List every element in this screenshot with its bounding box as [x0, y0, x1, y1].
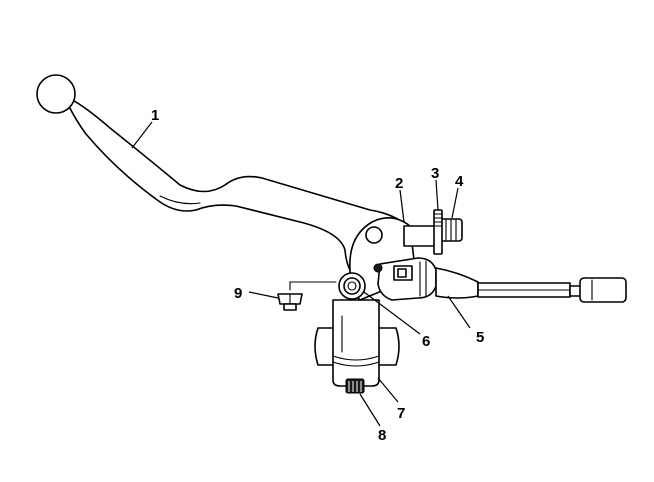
callout-9: 9 — [234, 285, 242, 302]
pivot-bolt — [338, 272, 366, 300]
lever-perch-body — [332, 299, 380, 387]
leader-lines — [131, 121, 471, 427]
adjuster-nut — [345, 378, 365, 394]
callout-6: 6 — [422, 333, 430, 350]
callout-labels: 1 2 3 4 5 6 7 8 9 — [151, 107, 484, 444]
switch-housing — [373, 257, 437, 301]
callout-2: 2 — [395, 175, 403, 192]
callout-5: 5 — [476, 329, 484, 346]
connector-plug — [569, 277, 627, 303]
callout-1: 1 — [151, 107, 159, 124]
callout-7: 7 — [397, 405, 405, 422]
callout-3: 3 — [431, 165, 439, 182]
callout-8: 8 — [378, 427, 386, 444]
callout-4: 4 — [455, 173, 464, 190]
cable-wire — [435, 267, 571, 299]
small-nut — [277, 281, 337, 311]
